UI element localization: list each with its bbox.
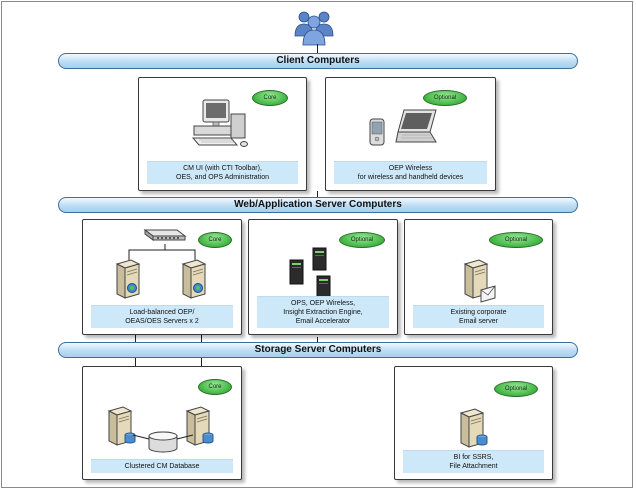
ops-servers-box: Optional OPS, OEP Wireless, Insight Extr… xyxy=(248,219,398,335)
server-icon xyxy=(107,406,136,446)
bi-server-box: Optional BI for SSRS, File Attachment xyxy=(394,366,553,480)
oep-wireless-caption: OEP Wireless for wireless and handheld d… xyxy=(334,161,487,184)
email-server-caption: Existing corporate Email server xyxy=(413,305,544,328)
clustered-database-box: Core Clustered CM Database xyxy=(82,366,242,480)
optional-badge: Optional xyxy=(494,381,538,397)
tier-storage-servers: Storage Server Computers xyxy=(58,342,578,358)
server-icon xyxy=(463,259,496,303)
client-tier-connector xyxy=(317,44,318,54)
database-icon xyxy=(148,431,178,453)
server-icon xyxy=(459,408,488,448)
load-balanced-servers-box: Core Load-balanced OEP/ OEAS/OES Servers… xyxy=(82,219,242,335)
switch-link-lines xyxy=(128,244,196,260)
oep-wireless-client-box: Optional OEP Wireless for wireless and h… xyxy=(325,77,496,191)
network-switch-icon xyxy=(143,229,187,241)
core-badge: Core xyxy=(198,232,232,248)
optional-badge: Optional xyxy=(423,90,467,106)
laptop-icon xyxy=(395,109,437,143)
desktop-computer-icon xyxy=(191,99,248,147)
cluster-links xyxy=(132,434,194,440)
core-badge: Core xyxy=(252,90,288,106)
optional-badge: Optional xyxy=(489,232,543,248)
clustered-db-caption: Clustered CM Database xyxy=(91,459,233,473)
ops-servers-caption: OPS, OEP Wireless, Insight Extraction En… xyxy=(257,296,389,328)
bi-server-caption: BI for SSRS, File Attachment xyxy=(403,450,544,473)
web-to-storage-connector xyxy=(317,337,318,342)
load-balanced-caption: Load-balanced OEP/ OEAS/OES Servers x 2 xyxy=(91,305,233,328)
core-badge: Core xyxy=(198,379,232,395)
optional-badge: Optional xyxy=(339,232,385,248)
cm-ui-client-box: Core CM UI (with CTI Toolbar), OES, and … xyxy=(138,77,307,191)
tier-web-application-servers: Web/Application Server Computers xyxy=(58,197,578,213)
email-server-box: Optional Existing corporate Email server xyxy=(404,219,553,335)
users-icon xyxy=(294,11,334,46)
client-to-web-connector xyxy=(317,191,318,197)
cm-ui-caption: CM UI (with CTI Toolbar), OES, and OPS A… xyxy=(147,161,298,184)
tier-client-computers: Client Computers xyxy=(58,53,578,69)
handheld-device-icon xyxy=(369,118,385,146)
server-icon xyxy=(115,259,141,299)
rack-server-icon xyxy=(289,247,331,299)
server-icon xyxy=(181,259,207,299)
